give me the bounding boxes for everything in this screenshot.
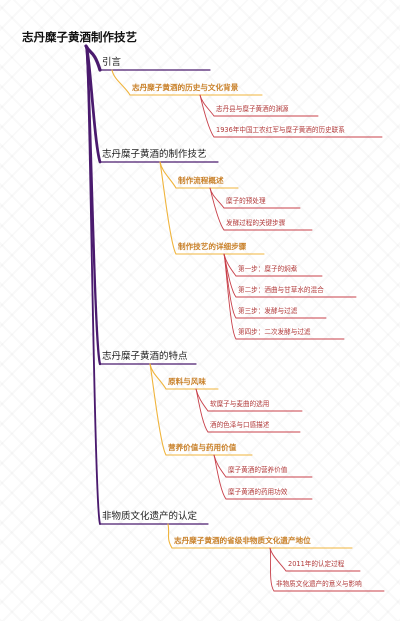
leaf-color-taste[interactable]: 酒的色泽与口感描述 [210,421,270,429]
leaf-curve [213,454,227,500]
leaf-curve [195,388,209,433]
topic-process-overview[interactable]: 制作流程概述 [178,176,224,185]
branch-production-technique[interactable]: 志丹糜子黄酒的制作技艺 [102,149,207,160]
leaf-pretreatment[interactable]: 糜子的预处理 [226,197,266,205]
leaf-red-army-history[interactable]: 1936年中国工农红军与糜子黄酒的历史联系 [216,126,345,134]
leaf-nutrition-value[interactable]: 糜子黄酒的营养价值 [228,466,288,474]
topic-provincial-heritage[interactable]: 志丹糜子黄酒的省级非物质文化遗产地位 [174,536,311,545]
leaf-fermentation-keys[interactable]: 发酵过程的关键步骤 [226,219,286,227]
leaf-medicinal-effect[interactable]: 糜子黄酒的药用功效 [228,488,288,496]
leaf-millet-selection[interactable]: 软糜子与麦曲的选用 [210,400,270,408]
branch-heritage-recognition[interactable]: 非物质文化遗产的认定 [102,511,198,522]
topic-curve [167,523,173,549]
leaf-curve [223,253,237,340]
leaf-step-three[interactable]: 第三步：发酵与过滤 [238,307,298,315]
leaf-heritage-significance[interactable]: 非物质文化遗产的意义与影响 [276,580,362,588]
topic-curve [111,69,131,96]
root-branch-curve [85,45,101,525]
topic-ingredients-flavor[interactable]: 原料与风味 [168,377,206,386]
leaf-curve [223,253,237,298]
leaf-curve [269,547,275,592]
leaf-2011-recognition[interactable]: 2011年的认定过程 [288,560,345,568]
leaf-curve [195,388,209,412]
leaf-curve [209,187,225,231]
topic-detailed-steps[interactable]: 制作技艺的详细步骤 [178,242,247,251]
leaf-step-one[interactable]: 第一步：糜子的焖煮 [238,265,298,273]
topic-curve [159,161,177,255]
leaf-curve [199,94,215,138]
topic-nutrition-medicine[interactable]: 营养价值与药用价值 [168,443,237,452]
leaf-step-four[interactable]: 第四步：二次发酵与过滤 [238,328,311,336]
root-node[interactable]: 志丹糜子黄酒制作技艺 [22,30,137,44]
leaf-curve [199,94,215,117]
topic-curve [149,363,167,456]
leaf-curve [269,547,287,572]
branch-characteristics[interactable]: 志丹糜子黄酒的特点 [102,351,188,362]
branch-introduction[interactable]: 引言 [102,57,122,68]
leaf-step-two[interactable]: 第二步：酒曲与甘草水的混合 [238,286,324,294]
topic-history-culture[interactable]: 志丹糜子黄酒的历史与文化背景 [132,83,239,92]
leaf-county-origin[interactable]: 志丹县与糜子黄酒的渊源 [216,105,289,113]
